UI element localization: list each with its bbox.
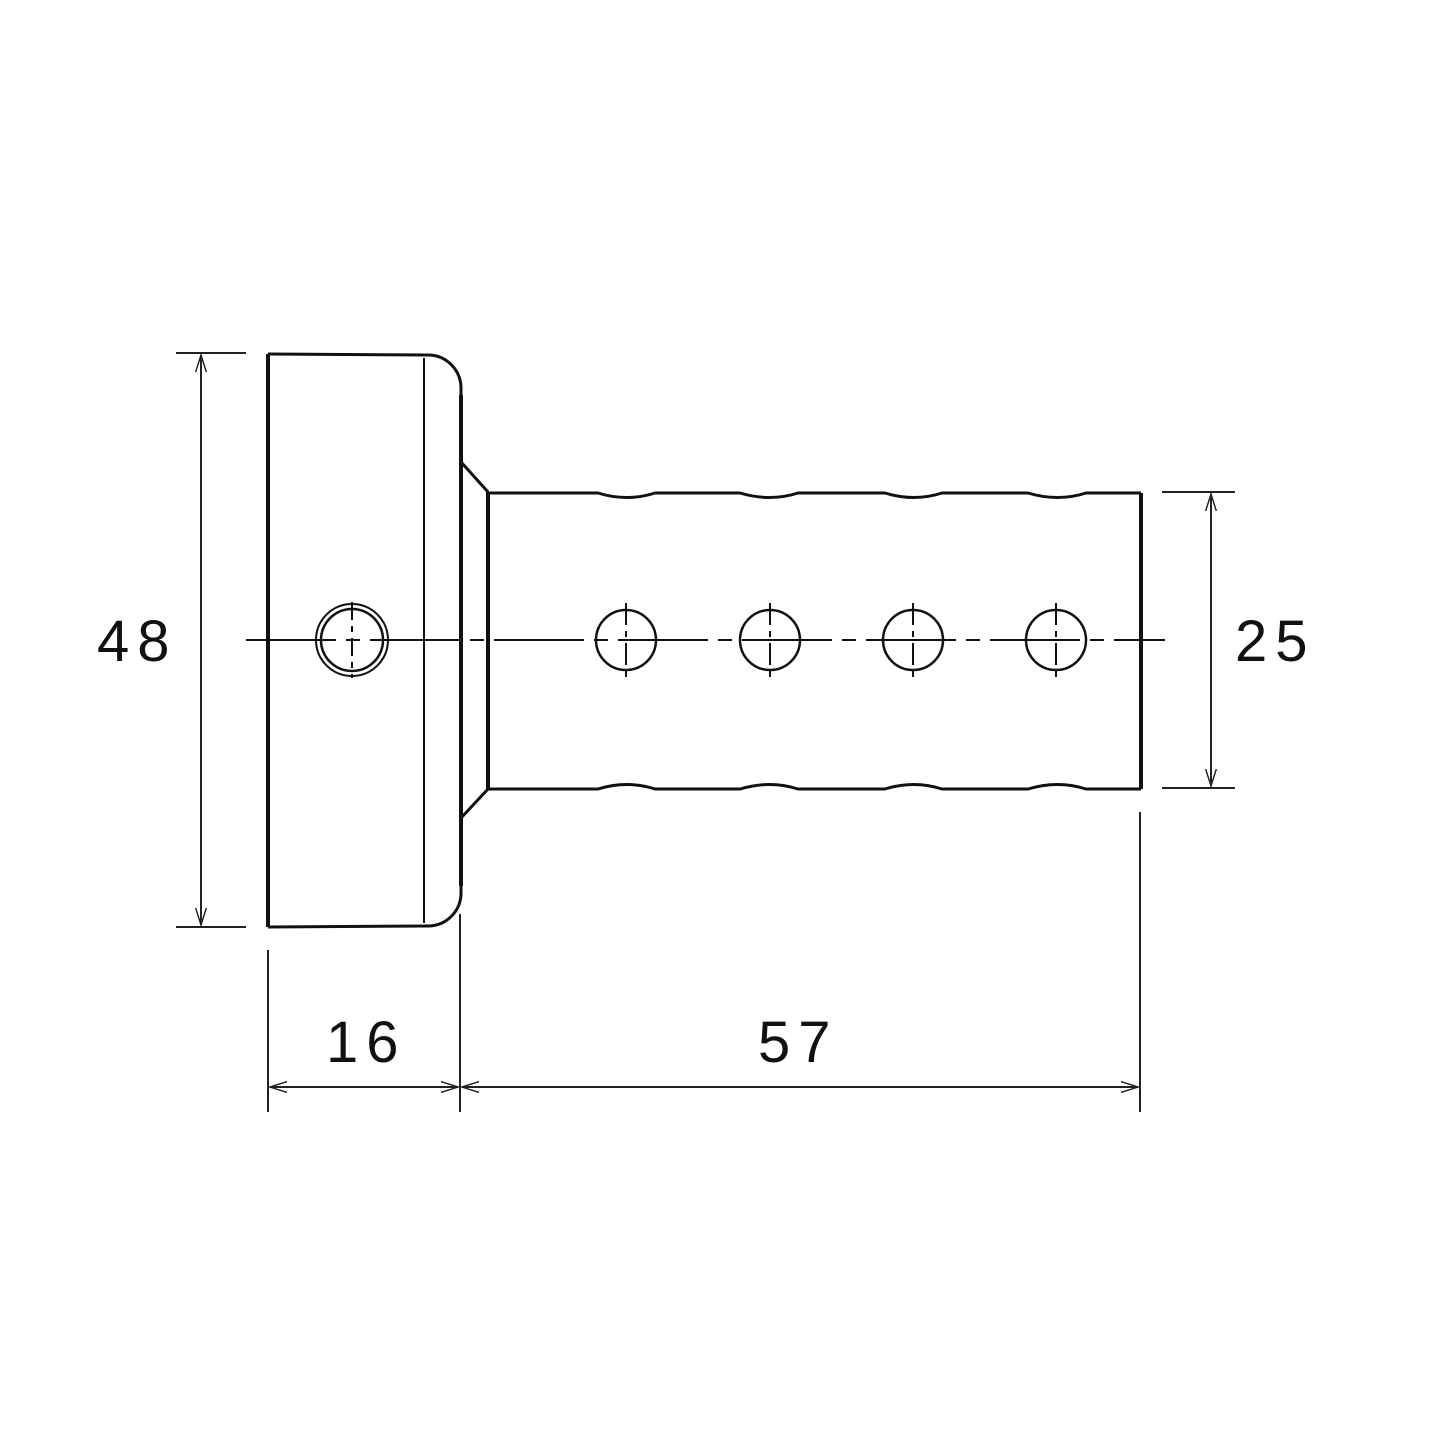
flange-hole <box>315 602 389 678</box>
dimension-label-48: 48 <box>97 609 178 674</box>
dimension-flange-diameter <box>176 352 246 928</box>
body-holes <box>594 603 1088 677</box>
dimension-label-25: 25 <box>1235 609 1316 674</box>
body-hole-1 <box>594 603 658 677</box>
body-hole-2 <box>738 603 802 677</box>
body-hole-3 <box>881 603 945 677</box>
dimension-lengths <box>267 812 1141 1112</box>
body-hole-4 <box>1024 603 1088 677</box>
dimension-label-57: 57 <box>758 1010 839 1075</box>
dimension-label-16: 16 <box>326 1010 407 1075</box>
neck-chamfer <box>459 460 490 820</box>
dimension-body-diameter <box>1162 491 1235 789</box>
